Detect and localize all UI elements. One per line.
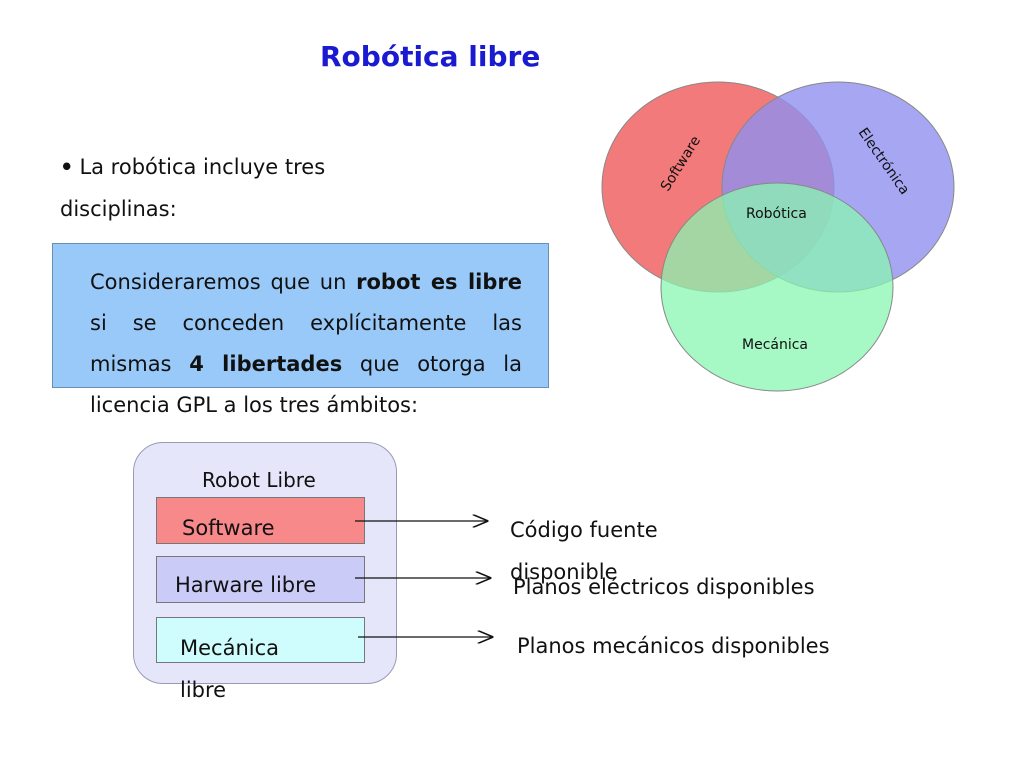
definition-part-3: que otorga la licencia GPL a los tres ám… [90,352,522,417]
arrows-group [355,505,500,655]
definition-bold-robot-libre: robot es libre [356,270,522,294]
software-label: Software [182,516,275,540]
definition-text: Consideraremos que un robot es libre si … [90,262,522,426]
software-box [156,497,365,544]
hardware-label: Harware libre [175,573,317,597]
venn-label-robotica: Robótica [746,206,807,222]
result-hardware: Planos eléctricos disponibles [513,575,815,599]
mecanica-box [156,617,365,663]
intro-bullet: •La robótica incluye tres disciplinas: [60,146,390,230]
bullet-dot: • [60,155,74,179]
definition-box [52,243,549,388]
venn-diagram: Software Electrónica Robótica Mecánica [601,81,955,392]
hardware-box [156,556,365,603]
venn-label-mecanica: Mecánica [742,337,808,353]
bullet-text: La robótica incluye tres disciplinas: [60,155,326,221]
definition-part-2: si se conceden explícitamente las mismas [90,311,522,376]
definition-bold-libertades: 4 libertades [189,352,343,376]
result-software: Código fuente disponible [510,518,658,584]
venn-circle-mecanica [660,182,894,392]
page-title: Robótica libre [320,40,541,73]
robot-libre-label: Robot Libre [202,468,316,492]
mecanica-label: Mecánica libre [180,636,280,702]
definition-part-1: Consideraremos que un [90,270,357,294]
result-mecanica: Planos mecánicos disponibles [517,634,830,658]
